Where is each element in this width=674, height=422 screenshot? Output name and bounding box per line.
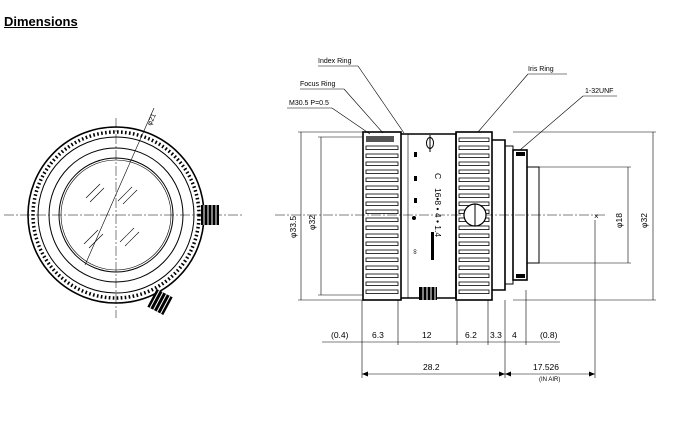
- front-glass-edge: [58, 157, 174, 273]
- knurl-rib: [365, 161, 399, 166]
- focus-infinity-mark: ∞: [411, 249, 418, 254]
- knurl-rib: [365, 169, 399, 174]
- iris-ring-label: Iris Ring: [528, 66, 554, 73]
- knurl-rib: [458, 169, 490, 174]
- mount-edge-bottom: [516, 274, 525, 278]
- iris-ring-leader: [477, 73, 529, 133]
- segment-4-label: 3.3: [490, 330, 502, 340]
- knurl-rib: [458, 161, 490, 166]
- glass-glare: [83, 183, 140, 249]
- ring-diameter-label: φ32: [307, 215, 317, 230]
- front-diameter-leader: [84, 107, 155, 266]
- knurl-rib: [365, 209, 399, 214]
- knurl-rib: [365, 241, 399, 246]
- focus-ring: [362, 131, 402, 301]
- page-title: Dimensions: [4, 14, 78, 29]
- knurl-rib: [365, 153, 399, 158]
- focus-lock-knob: [419, 287, 437, 300]
- knurl-rib: [365, 281, 399, 286]
- knurl-rib: [458, 281, 490, 286]
- index-ring: [401, 133, 457, 299]
- rear-diameter-label: φ18: [614, 213, 624, 228]
- rear-element: [526, 166, 540, 264]
- index-ring-label: Index Ring: [318, 58, 352, 65]
- knurl-rib: [458, 241, 490, 246]
- focus-ring-leader: [343, 88, 384, 134]
- front-view: φ21: [4, 107, 244, 318]
- mount-label: 1-32UNF: [585, 88, 613, 95]
- index-pointer: [426, 137, 434, 149]
- front-thumbscrew-right: [201, 205, 219, 225]
- outer-diameter-label: φ33.5: [288, 216, 298, 238]
- knurl-rib: [458, 233, 490, 238]
- knurl-rib: [365, 177, 399, 182]
- segment-3-label: 6.2: [465, 330, 477, 340]
- iris-ring: [455, 131, 493, 301]
- knurl-rib: [365, 265, 399, 270]
- image-plane-mark: ×: [594, 212, 599, 221]
- front-glass: [60, 159, 172, 271]
- flange-diameter-label: φ32: [639, 213, 649, 228]
- mount-leader: [519, 95, 584, 151]
- thread-leader: [331, 107, 371, 135]
- knurl-rib: [365, 273, 399, 278]
- knurl-rib: [458, 177, 490, 182]
- segment-0-label: (0.4): [331, 330, 349, 340]
- knurl-rib: [458, 185, 490, 190]
- index-ring-leader: [357, 65, 405, 134]
- knurl-rib: [365, 145, 399, 150]
- focus-ring-knurl: [365, 145, 399, 294]
- knurl-rib: [365, 193, 399, 198]
- segment-5-label: 4: [512, 330, 517, 340]
- index-mark-3: [414, 198, 417, 203]
- side-view: ∞ C 16•8 • 4 • 1.4: [275, 58, 656, 383]
- index-dot: [412, 216, 416, 220]
- knurl-rib: [458, 153, 490, 158]
- knurl-rib: [365, 257, 399, 262]
- knurl-rib: [365, 289, 399, 294]
- front-retainer-ring: [48, 147, 184, 283]
- aperture-index-bar: [431, 232, 434, 260]
- knurl-rib: [458, 193, 490, 198]
- knurl-rib: [458, 273, 490, 278]
- knurl-rib: [458, 137, 490, 142]
- aperture-scale: 16•8 • 4 • 1.4: [433, 188, 443, 237]
- mount-letter: C: [433, 173, 443, 179]
- focus-ring-hatch: [366, 136, 394, 142]
- knurl-rib: [365, 217, 399, 222]
- flange-back-label: 17.526: [533, 362, 559, 372]
- index-mark-2: [414, 176, 417, 181]
- knurl-rib: [458, 257, 490, 262]
- knurl-rib: [365, 225, 399, 230]
- knurl-rib: [365, 249, 399, 254]
- segment-2-label: 12: [422, 330, 432, 340]
- focus-ring-label: Focus Ring: [300, 81, 336, 88]
- thread-label: M30.5 P=0.5: [289, 100, 329, 107]
- front-knurl-ring: [31, 130, 201, 300]
- front-diameter-label: φ21: [146, 113, 157, 127]
- length-label: 28.2: [423, 362, 440, 372]
- front-thumbscrew-bottom: [147, 288, 173, 316]
- front-inner-ring: [37, 136, 195, 294]
- segment-6-label: (0.8): [540, 330, 558, 340]
- index-mark-1: [414, 152, 417, 157]
- knurl-rib: [458, 289, 490, 294]
- knurl-rib: [365, 185, 399, 190]
- knurl-rib: [458, 265, 490, 270]
- knurl-rib: [365, 233, 399, 238]
- flange-back-note: (IN AIR): [539, 377, 560, 383]
- segment-1-label: 6.3: [372, 330, 384, 340]
- knurl-rib: [458, 145, 490, 150]
- knurl-rib: [365, 201, 399, 206]
- knurl-rib: [458, 249, 490, 254]
- length-extension-lines: [361, 220, 596, 378]
- side-extension-lines: [298, 131, 656, 301]
- mount-edge-top: [516, 152, 525, 156]
